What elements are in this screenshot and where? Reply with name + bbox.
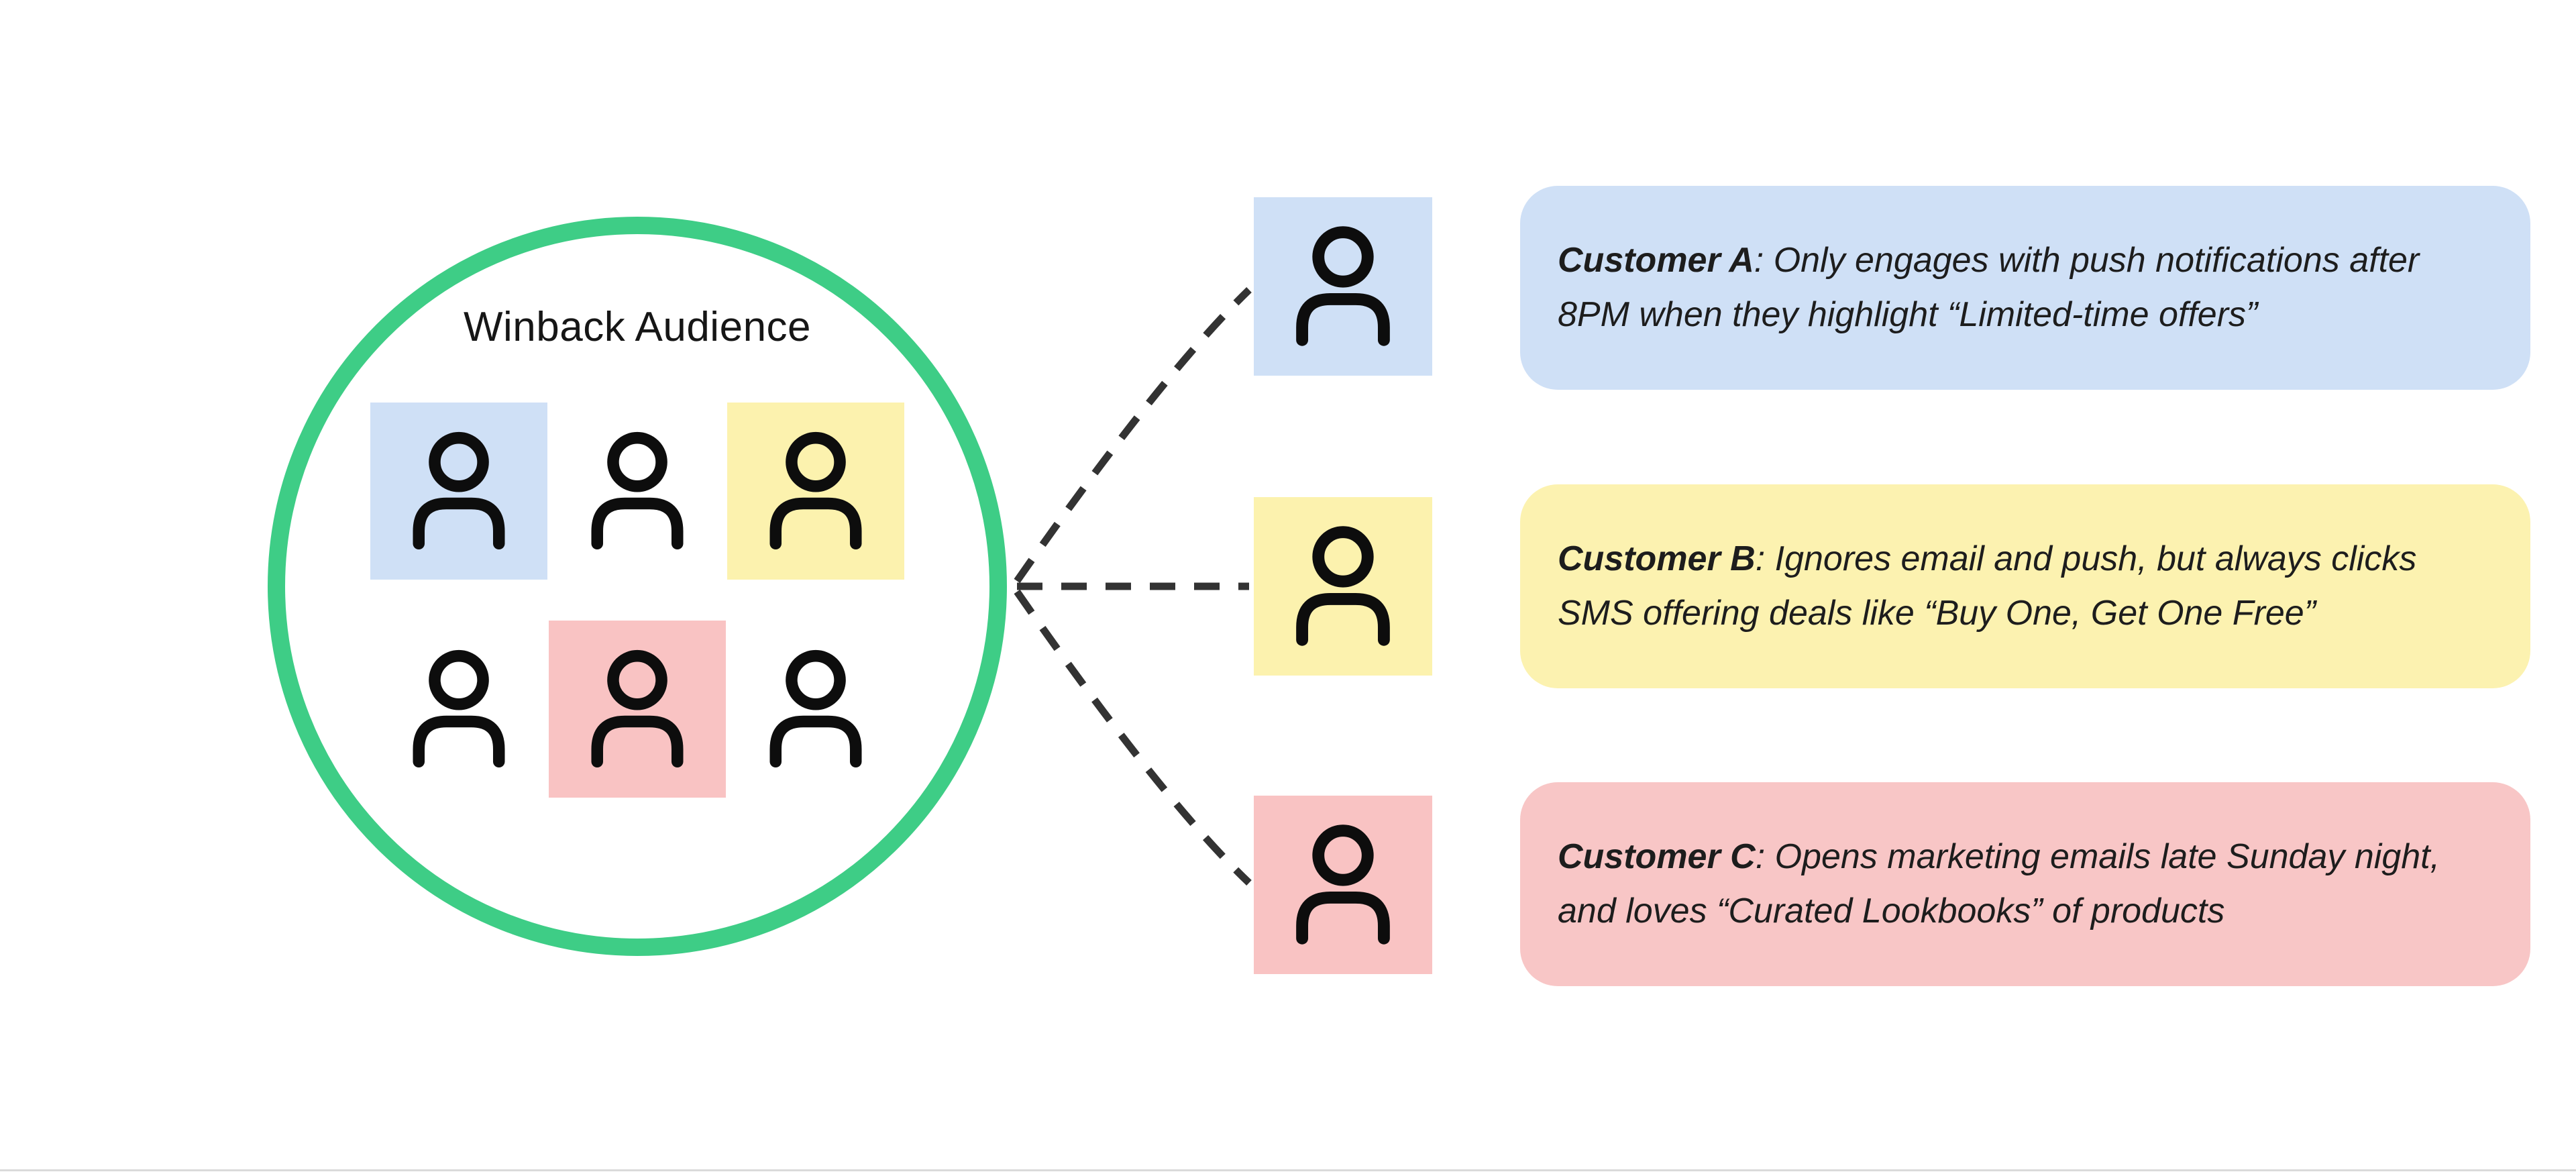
- label-separator: :: [1755, 539, 1775, 579]
- customer-c-description: Opens marketing emails late Sunday night…: [1558, 837, 2440, 930]
- customer-c-label: Customer C: [1558, 837, 1756, 877]
- label-separator: :: [1755, 837, 1775, 877]
- audience-member-plain: [549, 403, 726, 580]
- person-icon: [769, 649, 862, 768]
- person-icon: [413, 431, 505, 550]
- customer-b-label: Customer B: [1558, 539, 1756, 579]
- label-separator: :: [1754, 241, 1774, 280]
- customer-c-icon: [1254, 796, 1432, 974]
- bottom-divider: [0, 1169, 2576, 1171]
- audience-member-red: [549, 621, 726, 798]
- audience-member-plain: [370, 621, 547, 798]
- connector-bottom: [1014, 589, 1252, 886]
- audience-title: Winback Audience: [463, 304, 812, 350]
- audience-member-plain: [727, 621, 904, 798]
- audience-members: [370, 403, 904, 798]
- person-icon: [413, 649, 505, 768]
- customer-b-description: Ignores email and push, but always click…: [1558, 539, 2417, 633]
- customer-a-icon: [1254, 197, 1432, 376]
- person-icon: [1296, 526, 1390, 646]
- person-icon: [769, 431, 862, 550]
- customer-a-description: Only engages with push notifications aft…: [1558, 241, 2420, 334]
- audience-member-blue: [370, 403, 547, 580]
- person-icon: [1296, 824, 1390, 945]
- customer-a-text: Customer A: Only engages with push notif…: [1558, 233, 2489, 341]
- customer-a-label: Customer A: [1558, 241, 1754, 280]
- person-icon: [591, 649, 684, 768]
- customer-c-card: Customer C: Opens marketing emails late …: [1520, 782, 2530, 986]
- customer-b-card: Customer B: Ignores email and push, but …: [1520, 484, 2530, 688]
- audience-member-yellow: [727, 403, 904, 580]
- customer-a-card: Customer A: Only engages with push notif…: [1520, 186, 2530, 390]
- connector-top: [1014, 287, 1252, 584]
- person-icon: [591, 431, 684, 550]
- customer-b-text: Customer B: Ignores email and push, but …: [1558, 532, 2489, 640]
- person-icon: [1296, 226, 1390, 346]
- customer-b-icon: [1254, 497, 1432, 676]
- customer-c-text: Customer C: Opens marketing emails late …: [1558, 830, 2489, 938]
